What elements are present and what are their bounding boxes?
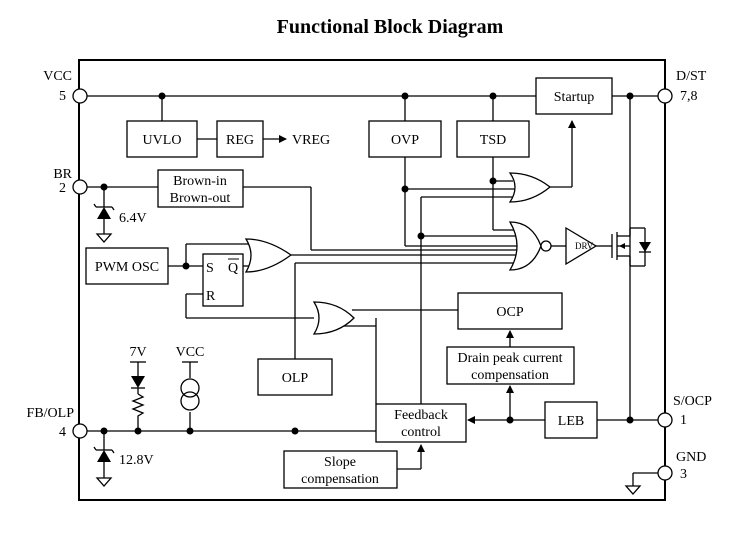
ovp-label: OVP [391, 133, 419, 148]
pin-br: BR 2 [53, 167, 88, 196]
drain-peak-comp-block: Drain peak current compensation [446, 346, 575, 385]
slope-label: Slope [324, 455, 356, 470]
ff-s-label: S [206, 261, 214, 276]
pin-fbolp-name: FB/OLP [27, 406, 75, 421]
vcc-src-label: VCC [176, 345, 205, 360]
olp-block: OLP [257, 358, 333, 396]
tsd-block: TSD [456, 120, 530, 158]
drain-comp-label: compensation [471, 368, 549, 383]
or-gate-ff [244, 238, 293, 273]
vreg-label: VREG [292, 133, 330, 148]
reg-label: REG [226, 133, 254, 148]
feedback-label: Feedback [394, 408, 448, 423]
ovp-block: OVP [368, 120, 442, 158]
or-gate-protect [508, 172, 552, 203]
v7-label: 7V [129, 345, 146, 360]
tsd-label: TSD [480, 133, 506, 148]
drv-label: DRV [575, 241, 594, 251]
pin-dst: D/ST 7,8 [657, 69, 707, 104]
pin-br-number: 2 [59, 181, 66, 196]
ff-r-label: R [206, 289, 216, 304]
ground-icon-br [95, 233, 113, 243]
pwm-osc-label: PWM OSC [95, 260, 159, 275]
pin-br-name: BR [53, 167, 72, 182]
pin-vcc-name: VCC [43, 69, 72, 84]
reg-block: REG [216, 120, 264, 158]
startup-block: Startup [535, 77, 613, 115]
pwm-osc-block: PWM OSC [85, 247, 169, 285]
pin-gnd-number: 3 [680, 467, 687, 482]
wires [86, 95, 658, 486]
uvlo-block: UVLO [126, 120, 198, 158]
or-gate-ocp [312, 301, 355, 335]
brown-in-label: Brown-in [173, 174, 227, 189]
junction-dots [100, 92, 634, 435]
slope-comp-label: compensation [301, 472, 379, 487]
vcc-current-source: VCC [176, 345, 205, 411]
pin-vcc-number: 5 [59, 89, 66, 104]
nor-gate [508, 221, 552, 271]
brown-in-out-block: Brown-in Brown-out [157, 169, 244, 208]
drain-peak-label: Drain peak current [458, 351, 563, 366]
pin-dst-name: D/ST [676, 69, 707, 84]
ic-frame [78, 59, 666, 501]
leb-block: LEB [544, 401, 598, 439]
feedback-control-block: Feedback control [375, 403, 467, 443]
ff-q-label: Q [228, 261, 238, 276]
pin-gnd-name: GND [676, 450, 706, 465]
zener-fb-label: 12.8V [119, 453, 154, 468]
pin-gnd: GND 3 [657, 450, 706, 482]
power-mosfet [611, 227, 651, 267]
slope-comp-block: Slope compensation [283, 450, 398, 489]
zener-br-label: 6.4V [119, 211, 147, 226]
pin-socp-name: S/OCP [673, 394, 712, 409]
ocp-block: OCP [457, 292, 563, 330]
uvlo-label: UVLO [143, 133, 182, 148]
brown-out-label: Brown-out [170, 191, 231, 206]
zener-diode-fb: 12.8V [93, 446, 154, 468]
ground-icon-fb [95, 477, 113, 487]
ocp-label: OCP [496, 305, 523, 320]
sr-flipflop: S R Q [202, 253, 244, 307]
startup-label: Startup [554, 90, 594, 105]
pin-vcc: VCC 5 [43, 69, 88, 104]
control-label: control [401, 425, 441, 440]
clamp-7v: 7V [129, 345, 147, 418]
pin-fbolp: FB/OLP 4 [27, 406, 88, 440]
zener-diode-br: 6.4V [93, 203, 147, 226]
pin-socp: S/OCP 1 [657, 394, 712, 428]
drv-buffer: DRV [565, 226, 598, 266]
pin-dst-number: 7,8 [680, 89, 698, 104]
pin-fbolp-number: 4 [59, 425, 66, 440]
olp-label: OLP [282, 371, 309, 386]
diagram-title: Functional Block Diagram [277, 16, 504, 38]
leb-label: LEB [558, 414, 584, 429]
ground-icon-gnd [624, 485, 642, 495]
pin-socp-number: 1 [680, 413, 687, 428]
